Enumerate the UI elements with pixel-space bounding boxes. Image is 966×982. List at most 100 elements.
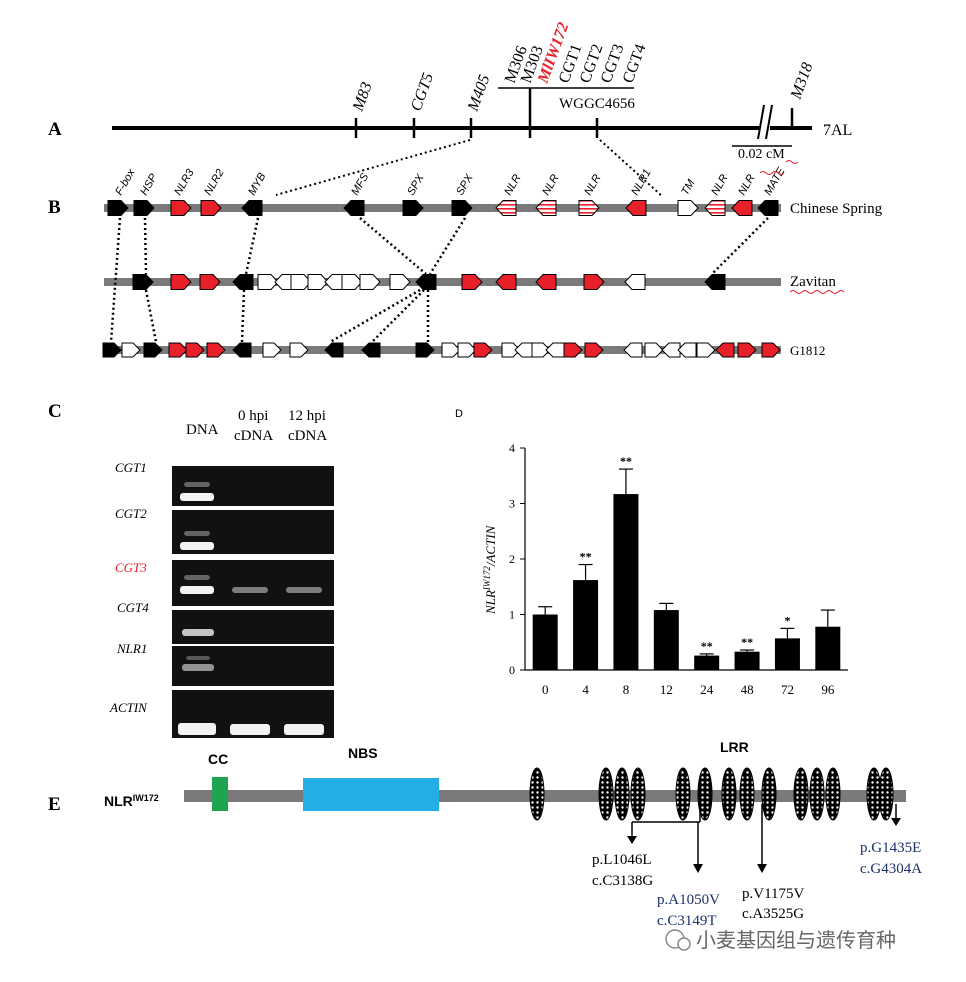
gene-label-fbox: F-box bbox=[113, 167, 138, 198]
lrr-repeat bbox=[529, 767, 545, 821]
lrr-label: LRR bbox=[720, 739, 749, 755]
bar bbox=[653, 610, 679, 670]
gel-strip bbox=[172, 560, 334, 606]
x-tick-label: 8 bbox=[623, 682, 630, 697]
gel-band bbox=[232, 587, 268, 593]
gene-label-mfs: MFS bbox=[349, 171, 371, 198]
gene-arrow bbox=[343, 200, 365, 216]
lane-cgt4: CGT4 bbox=[117, 600, 149, 615]
significance-label: * bbox=[784, 613, 790, 627]
row-zavitan: Zavitan bbox=[790, 274, 836, 290]
gene-arrow bbox=[262, 342, 282, 358]
gene-arrow bbox=[257, 274, 279, 290]
gene-arrow bbox=[461, 274, 483, 290]
mutation-4-cdna: c.G4304A bbox=[860, 861, 922, 877]
gene-arrow bbox=[359, 274, 381, 290]
panel-a: 7AL M83 CGT5 M405 M306 M303 MlIW172 CGT1… bbox=[112, 20, 852, 197]
nbs-label: NBS bbox=[348, 745, 378, 761]
gene-arrow bbox=[514, 342, 534, 358]
gene-arrow bbox=[495, 200, 517, 216]
gene-arrow bbox=[696, 342, 716, 358]
bar bbox=[573, 580, 599, 670]
gene-arrow bbox=[185, 342, 205, 358]
marker-m405: M405 bbox=[464, 72, 493, 114]
lrr-repeat bbox=[675, 767, 691, 821]
gene-label-nlr3: NLR3 bbox=[172, 166, 197, 197]
panel-label-d: D bbox=[455, 408, 463, 420]
lrr-repeat bbox=[761, 767, 777, 821]
mutation-3-cdna: c.A3525G bbox=[742, 906, 804, 922]
gene-arrow bbox=[644, 342, 664, 358]
gene-label-nlr-e: NLR bbox=[736, 172, 757, 197]
gene-arrow bbox=[578, 200, 600, 216]
gene-arrow bbox=[441, 342, 461, 358]
row-chinese-spring: Chinese Spring bbox=[790, 201, 883, 217]
gene-arrow bbox=[583, 274, 605, 290]
bar bbox=[774, 638, 800, 670]
gene-arrow bbox=[232, 342, 252, 358]
gene-arrow bbox=[402, 200, 424, 216]
gene-arrow bbox=[170, 274, 192, 290]
gene-arrow bbox=[170, 200, 192, 216]
gene-arrow bbox=[624, 274, 646, 290]
bar bbox=[613, 494, 639, 670]
gel-band bbox=[182, 664, 214, 671]
gene-arrow bbox=[757, 200, 779, 216]
scale-label: 0.02 cM bbox=[738, 147, 785, 162]
header-0hpi-cdna: cDNA bbox=[234, 428, 273, 444]
gel-band bbox=[186, 656, 210, 660]
gene-arrow bbox=[623, 342, 643, 358]
gene-label-nlr-d: NLR bbox=[709, 172, 730, 197]
gel-band bbox=[180, 542, 214, 550]
gene-arrow bbox=[361, 342, 381, 358]
gene-arrow bbox=[704, 200, 726, 216]
gene-label-spx-1: SPX bbox=[405, 172, 427, 198]
mutation-1-cdna: c.C3138G bbox=[592, 873, 653, 889]
lane-nlr1: NLR1 bbox=[116, 641, 147, 656]
lane-cgt2: CGT2 bbox=[115, 506, 147, 521]
gene-arrow bbox=[535, 274, 557, 290]
watermark-text: 小麦基因组与遗传育种 bbox=[696, 928, 896, 952]
lrr-repeat bbox=[809, 767, 825, 821]
gene-arrow bbox=[132, 274, 154, 290]
cc-domain bbox=[212, 777, 228, 811]
bar bbox=[815, 626, 841, 670]
gene-label-nlr-b: NLR bbox=[540, 172, 561, 197]
gene-arrow bbox=[133, 200, 155, 216]
significance-label: ** bbox=[620, 454, 632, 468]
mutation-4-protein: p.G1435E bbox=[860, 840, 921, 856]
y-axis-label: NLRIW172/ACTIN bbox=[482, 524, 498, 615]
lrr-repeat bbox=[793, 767, 809, 821]
panel-c: DNA 0 hpi cDNA 12 hpi cDNA CGT1 CGT2 CGT… bbox=[109, 408, 334, 738]
y-tick-label: 3 bbox=[509, 497, 515, 511]
gene-arrow bbox=[232, 274, 254, 290]
lane-actin: ACTIN bbox=[109, 700, 148, 715]
gel-band bbox=[184, 531, 210, 536]
x-tick-label: 72 bbox=[781, 682, 794, 697]
lrr-repeat bbox=[721, 767, 737, 821]
gene-arrow bbox=[168, 342, 188, 358]
gel-band bbox=[180, 586, 214, 594]
gene-arrow bbox=[473, 342, 493, 358]
gene-label-spx-2: SPX bbox=[454, 172, 476, 198]
gene-arrow bbox=[584, 342, 604, 358]
gene-arrow bbox=[563, 342, 583, 358]
x-tick-label: 24 bbox=[700, 682, 714, 697]
significance-label: ** bbox=[741, 635, 753, 649]
gene-label-hsp: HSP bbox=[138, 171, 160, 197]
significance-label: ** bbox=[580, 550, 592, 564]
gene-arrow bbox=[200, 200, 222, 216]
gene-label-nlr1: NLR1 bbox=[629, 167, 653, 197]
gel-strip bbox=[172, 610, 334, 644]
panel-label-c: C bbox=[48, 401, 62, 422]
gel-band bbox=[184, 482, 210, 487]
marker-m318: M318 bbox=[787, 60, 816, 102]
y-tick-label: 4 bbox=[509, 441, 515, 455]
significance-label: ** bbox=[701, 639, 713, 653]
bar bbox=[532, 614, 558, 670]
gene-arrow bbox=[531, 342, 551, 358]
lrr-repeat bbox=[630, 767, 646, 821]
x-tick-label: 0 bbox=[542, 682, 549, 697]
gene-arrow bbox=[495, 274, 517, 290]
